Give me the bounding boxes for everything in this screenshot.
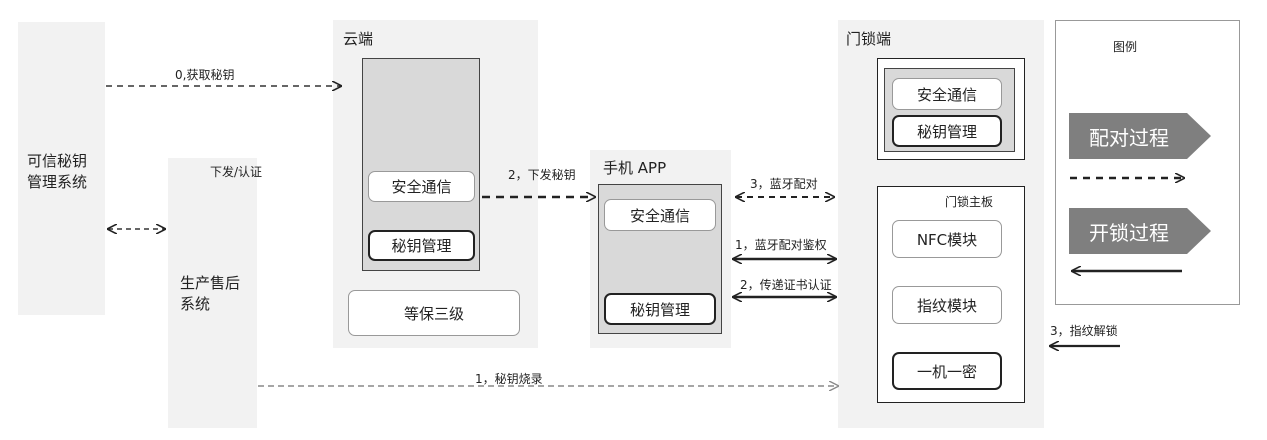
legend-pairing-tag: 配对过程 [1069, 113, 1187, 159]
label-bt-pair-auth: 1，蓝牙配对鉴权 [735, 238, 827, 252]
phone-app-title: 手机 APP [603, 159, 667, 177]
cloud-level3: 等保三级 [348, 290, 520, 336]
production-system-title-2: 系统 [180, 295, 211, 313]
trusted-key-system-title-1: 可信秘钥 [27, 152, 88, 170]
production-top-label: 下发/认证 [210, 165, 263, 179]
legend-panel [1055, 20, 1240, 305]
phone-key-mgmt: 秘钥管理 [604, 293, 716, 325]
cloud-title: 云端 [343, 30, 374, 48]
legend-unlocking-tip [1187, 208, 1211, 254]
phone-secure-comm: 安全通信 [604, 199, 716, 231]
trusted-key-system-panel [18, 22, 105, 315]
fingerprint-module: 指纹模块 [892, 286, 1002, 324]
cloud-secure-comm: 安全通信 [368, 171, 475, 202]
nfc-module: NFC模块 [892, 220, 1002, 258]
label-burn-key: 1，秘钥烧录 [475, 372, 543, 386]
door-lock-title: 门锁端 [846, 30, 892, 48]
cloud-key-mgmt: 秘钥管理 [368, 230, 475, 261]
label-issue-key: 2，下发秘钥 [508, 168, 576, 182]
legend-title: 图例 [1113, 40, 1138, 54]
trusted-key-system-title-2: 管理系统 [27, 173, 88, 191]
legend-pairing-tip [1187, 113, 1211, 159]
legend-unlocking-tag: 开锁过程 [1069, 208, 1187, 254]
production-system-panel [168, 158, 257, 428]
mainboard-title: 门锁主板 [945, 195, 994, 209]
one-key-module: 一机一密 [892, 352, 1002, 390]
label-fingerprint-unlock: 3，指纹解锁 [1050, 324, 1118, 338]
label-cert-auth: 2，传递证书认证 [740, 278, 832, 292]
lock-key-mgmt: 秘钥管理 [892, 115, 1002, 147]
lock-secure-comm: 安全通信 [892, 78, 1002, 110]
production-system-title-1: 生产售后 [180, 274, 241, 292]
label-bt-pair: 3，蓝牙配对 [750, 177, 818, 191]
label-get-key: 0,获取秘钥 [175, 68, 235, 82]
